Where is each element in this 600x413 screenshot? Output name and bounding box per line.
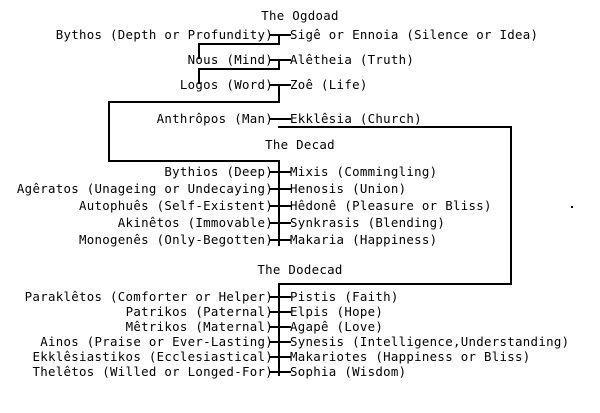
aeon-left-label: Patrikos (Paternal) [125, 304, 273, 319]
syzygy-link [270, 356, 291, 358]
syzygy-row: Patrikos (Paternal) Elpis (Hope) [0, 303, 600, 320]
syzygy-row: Ainos (Praise or Ever-Lasting) Synesis (… [0, 333, 600, 350]
syzygy-row: Autophuês (Self-Existent) Hêdonê (Pleasu… [0, 197, 600, 214]
dodecad-branch-horizontal [278, 283, 512, 285]
decad-branch-horizontal [108, 160, 280, 162]
syzygy-link [270, 341, 291, 343]
syzygy-link [270, 84, 291, 86]
syzygy-row: Bythos (Depth or Profundity) Sigê or Enn… [0, 26, 600, 43]
descent-connector-vertical [278, 59, 280, 69]
syzygy-row: Monogenês (Only-Begotten) Makaria (Happi… [0, 231, 600, 248]
syzygy-link [270, 34, 291, 36]
raster-speck [571, 206, 573, 208]
descent-connector-horizontal [198, 68, 280, 70]
syzygy-link [270, 118, 291, 120]
syzygy-row: Paraklêtos (Comforter or Helper) Pistis … [0, 288, 600, 305]
dodecad-branch-vertical-right [510, 126, 512, 284]
aeon-left-label: Akinêtos (Immovable) [117, 215, 273, 230]
aeon-left-label: Mêtrikos (Maternal) [125, 319, 273, 334]
syzygy-row: Nous (Mind) Alêtheia (Truth) [0, 51, 600, 68]
syzygy-row: Ekklêsiastikos (Ecclesiastical) Makariot… [0, 348, 600, 365]
aeon-right-label: Henosis (Union) [290, 181, 407, 196]
aeon-left-label: Bythios (Deep) [164, 164, 273, 179]
section-title-decad: The Decad [265, 137, 335, 152]
syzygy-link [270, 326, 291, 328]
aeon-right-label: Pistis (Faith) [290, 289, 399, 304]
aeon-right-label: Mixis (Commingling) [290, 164, 438, 179]
descent-connector-vertical [198, 68, 200, 84]
aeon-right-label: Agapê (Love) [290, 319, 384, 334]
syzygy-row: Agêratos (Unageing or Undecaying) Henosi… [0, 180, 600, 197]
aeon-left-label: Nous (Mind) [187, 52, 273, 67]
aeon-left-label: Ekklêsiastikos (Ecclesiastical) [32, 349, 273, 364]
syzygy-row: Logos (Word) Zoê (Life) [0, 76, 600, 93]
aeon-right-label: Makaria (Happiness) [290, 232, 438, 247]
decad-spine [278, 160, 280, 246]
aeon-right-label: Sigê or Ennoia (Silence or Idea) [290, 27, 539, 42]
syzygy-link [270, 205, 291, 207]
aeon-right-label: Synesis (Intelligence,Understanding) [290, 334, 570, 349]
descent-connector-horizontal [198, 43, 280, 45]
aeon-right-label: Alêtheia (Truth) [290, 52, 415, 67]
descent-connector-vertical [198, 43, 200, 59]
syzygy-link [270, 222, 291, 224]
syzygy-row: Bythios (Deep) Mixis (Commingling) [0, 163, 600, 180]
aeon-left-label: Autophuês (Self-Existent) [79, 198, 273, 213]
syzygy-row: Thelêtos (Willed or Longed-For) Sophia (… [0, 363, 600, 380]
syzygy-link [270, 371, 291, 373]
aeon-right-label: Zoê (Life) [290, 77, 368, 92]
aeon-left-label: Logos (Word) [179, 77, 273, 92]
aeon-right-label: Synkrasis (Blending) [290, 215, 446, 230]
aeon-left-label: Anthrôpos (Man) [156, 111, 273, 126]
dodecad-spine [278, 283, 280, 376]
aeon-right-label: Hêdonê (Pleasure or Bliss) [290, 198, 492, 213]
aeon-left-label: Bythos (Depth or Profundity) [55, 27, 273, 42]
aeon-left-label: Paraklêtos (Comforter or Helper) [24, 289, 273, 304]
syzygy-link [270, 311, 291, 313]
aeon-right-label: Sophia (Wisdom) [290, 364, 407, 379]
dodecad-branch-horizontal-top [278, 126, 512, 128]
aeon-left-label: Monogenês (Only-Begotten) [79, 232, 273, 247]
aeon-left-label: Ainos (Praise or Ever-Lasting) [40, 334, 273, 349]
section-title-ogdoad: The Ogdoad [261, 8, 339, 23]
syzygy-link [270, 188, 291, 190]
syzygy-row: Mêtrikos (Maternal) Agapê (Love) [0, 318, 600, 335]
syzygy-link [270, 59, 291, 61]
descent-connector-horizontal [108, 101, 280, 103]
syzygy-link [270, 296, 291, 298]
decad-branch-vertical [108, 118, 110, 162]
descent-connector-vertical [108, 101, 110, 118]
aeon-left-label: Thelêtos (Willed or Longed-For) [32, 364, 273, 379]
aeon-right-label: Elpis (Hope) [290, 304, 384, 319]
syzygy-row: Anthrôpos (Man) Ekklêsia (Church) [0, 110, 600, 127]
syzygy-link [270, 239, 291, 241]
syzygy-link [270, 171, 291, 173]
syzygy-row: Akinêtos (Immovable) Synkrasis (Blending… [0, 214, 600, 231]
aeon-right-label: Makariotes (Happiness or Bliss) [290, 349, 531, 364]
section-title-dodecad: The Dodecad [257, 262, 343, 277]
aeon-left-label: Agêratos (Unageing or Undecaying) [16, 181, 273, 196]
aeon-right-label: Ekklêsia (Church) [290, 111, 422, 126]
descent-connector-vertical [278, 84, 280, 102]
descent-connector-vertical [278, 34, 280, 44]
